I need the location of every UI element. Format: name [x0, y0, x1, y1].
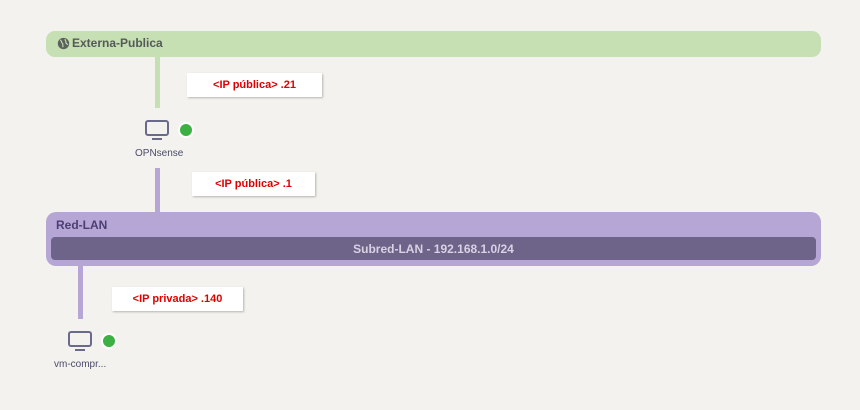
ip-tag-vm-lan[interactable]: <IP privada> .140	[112, 287, 243, 311]
status-online-dot	[101, 333, 117, 349]
monitor-icon	[68, 331, 92, 351]
node-opnsense[interactable]	[144, 119, 170, 146]
monitor-icon	[145, 120, 169, 140]
network-label: Externa-Publica	[72, 36, 163, 50]
node-vm[interactable]	[67, 330, 93, 357]
globe-icon	[57, 37, 70, 50]
network-externa-publica[interactable]: Externa-Publica	[46, 31, 821, 57]
link-opnsense-lan	[155, 168, 160, 212]
status-online-dot	[178, 122, 194, 138]
link-lan-vm	[78, 266, 83, 319]
ip-tag-opnsense-lan[interactable]: <IP pública> .1	[192, 172, 315, 196]
ip-tag-opnsense-external[interactable]: <IP pública> .21	[187, 73, 322, 97]
node-label-opnsense: OPNsense	[135, 148, 184, 159]
node-label-vm: vm-compr...	[54, 359, 107, 370]
network-label: Red-LAN	[56, 218, 108, 232]
subnet-bar[interactable]: Subred-LAN - 192.168.1.0/24	[51, 237, 816, 260]
network-red-lan[interactable]: Red-LAN Subred-LAN - 192.168.1.0/24	[46, 212, 821, 266]
link-external-opnsense	[155, 57, 160, 108]
